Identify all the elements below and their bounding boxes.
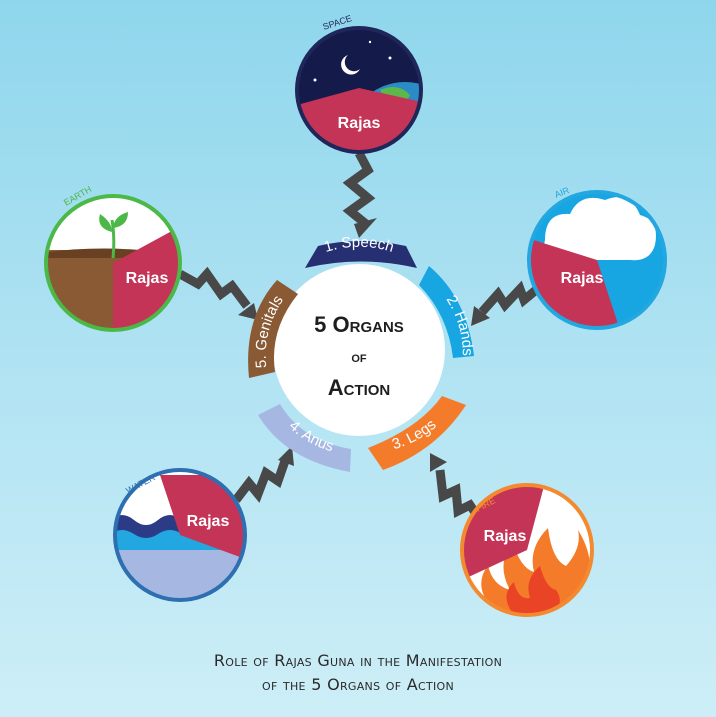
sprout-icon <box>99 214 112 232</box>
guna-label-earth: Rajas <box>126 270 169 287</box>
arrowhead-fire <box>430 453 447 472</box>
arrowhead-air <box>471 306 490 326</box>
center-title-line2: of <box>351 349 367 366</box>
connector-arrowheads <box>238 218 490 472</box>
connector-fire <box>435 469 484 523</box>
organ-ring <box>248 241 474 472</box>
element-air: Rajas AIR <box>527 185 667 330</box>
connector-air <box>478 280 545 315</box>
element-space: Rajas SPACE <box>295 13 423 154</box>
arrowhead-earth <box>238 303 258 320</box>
center-title: 5 Organs of Action <box>314 312 404 400</box>
connectors <box>177 150 545 523</box>
guna-label-air: Rajas <box>561 270 604 287</box>
connector-space <box>342 150 376 228</box>
guna-label-fire: Rajas <box>484 528 527 545</box>
element-water: Rajas WATER <box>113 468 247 602</box>
guna-label-water: Rajas <box>187 513 230 530</box>
arrowhead-water <box>278 446 294 466</box>
segment-speech <box>305 241 417 268</box>
cloud-icon <box>544 197 656 261</box>
connector-water <box>232 456 291 503</box>
moon-icon <box>341 55 360 75</box>
arrowhead-space <box>354 218 377 238</box>
element-earth: Rajas EARTH <box>44 184 182 332</box>
center-title-line3: Action <box>328 375 391 400</box>
center-disk <box>273 264 445 436</box>
segment-hands <box>419 266 474 358</box>
segment-anus <box>258 404 351 472</box>
guna-label-space: Rajas <box>338 115 381 132</box>
segment-legs <box>368 396 466 470</box>
center-title-line1: 5 Organs <box>314 312 404 337</box>
caption-line-1: Role of Rajas Guna in the Manifestation <box>213 651 503 670</box>
segment-genitals <box>248 280 298 378</box>
caption-line-2: of the 5 Organs of Action <box>262 675 454 694</box>
element-fire: Rajas FIRE <box>460 483 594 617</box>
connector-earth <box>177 266 251 309</box>
